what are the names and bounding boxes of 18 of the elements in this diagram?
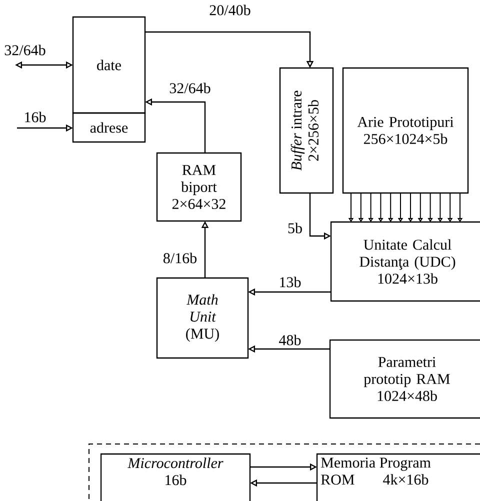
dashed-group-box — [88, 444, 480, 501]
register-box: adrese — [72, 112, 146, 143]
edge-label: 32/64b — [170, 82, 210, 94]
memory-box: RAM biport 2×64×32 — [156, 152, 242, 222]
edge-label: 20/40b — [210, 4, 250, 16]
memory-box: Parametri prototip RAM 1024×48b — [329, 339, 480, 419]
memory-box: Memoria Program ROM 4k×16b — [316, 453, 480, 501]
memory-array-box: Arie Prototipuri 256×1024×5b — [342, 67, 469, 194]
edge-label: 32/64b — [4, 44, 46, 56]
edge-label: 48b — [279, 334, 301, 346]
unit-box: Math Unit (MU) — [156, 277, 249, 359]
edge-label: 8/16b — [163, 252, 197, 264]
controller-box: Microcontroller 16b — [100, 453, 251, 501]
register-box: date — [72, 16, 146, 114]
unit-box: Unitate Calcul Distanţa (UDC) 1024×13b — [330, 221, 480, 302]
edge-label: 16b — [25, 112, 46, 122]
edge-label: 13b — [280, 276, 301, 288]
edge-label: 5b — [288, 222, 302, 234]
